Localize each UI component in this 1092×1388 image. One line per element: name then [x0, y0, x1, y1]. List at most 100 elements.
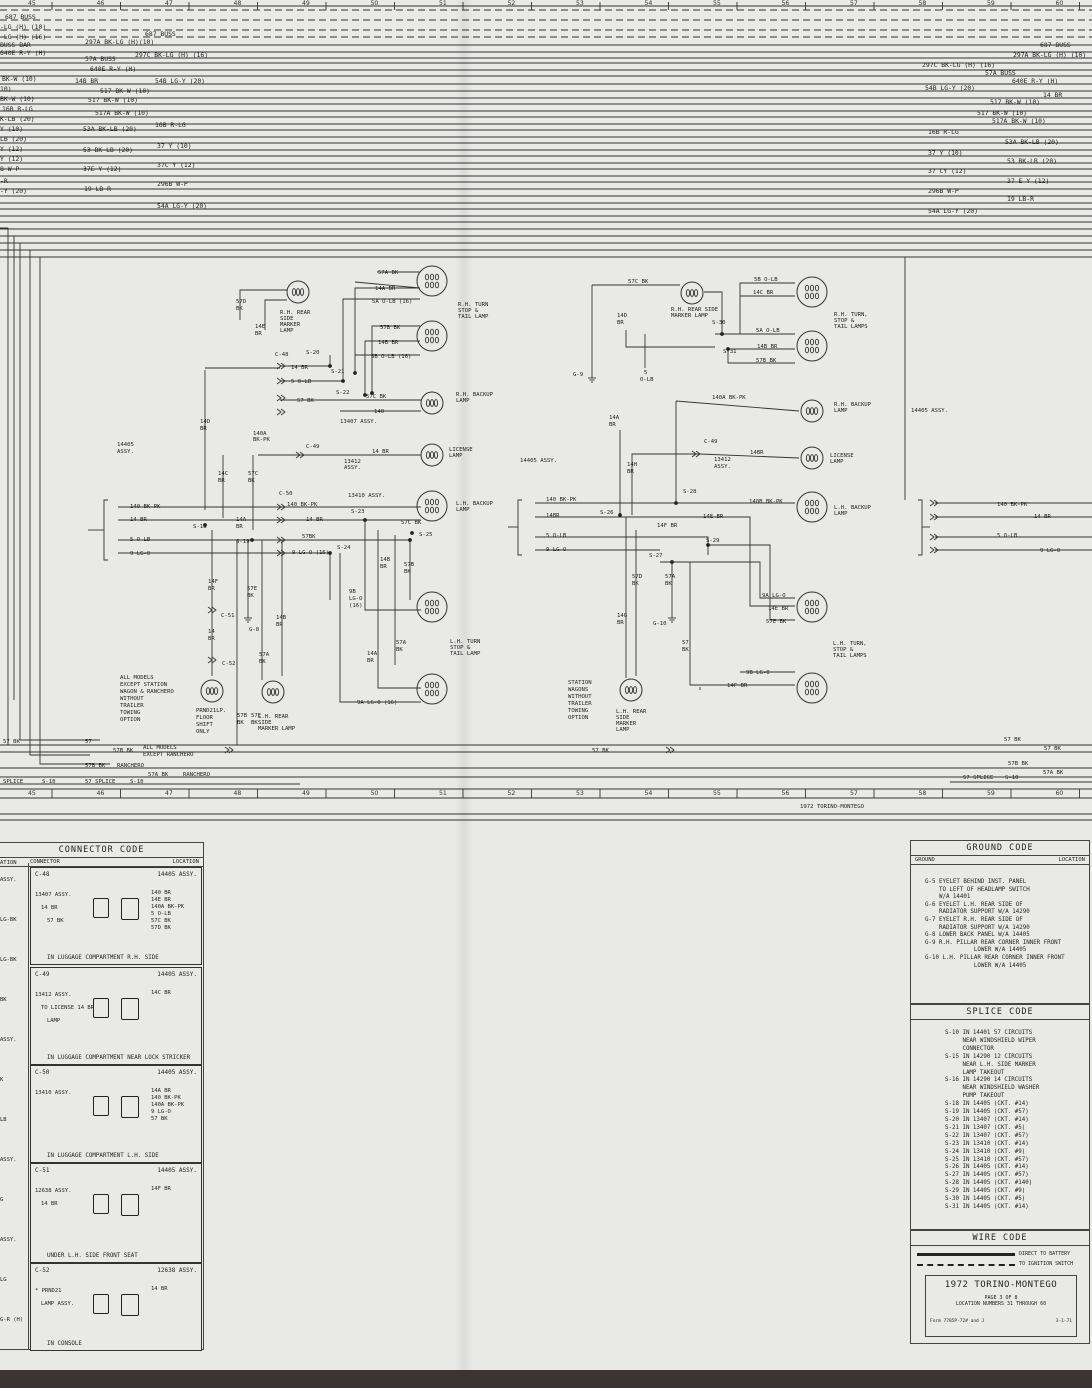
- ground-code-entry: G-5 EYELET BEHIND INST. PANEL: [925, 879, 1027, 885]
- diagram-label: PRND21LP.: [196, 708, 226, 714]
- ground-code-entry: LOWER W/A 14405: [925, 962, 1027, 969]
- diagram-label: 9A LG-O (16): [357, 700, 397, 706]
- diagram-label: 57C BK: [366, 394, 387, 400]
- diagram-label: L.H. TURN: [450, 639, 480, 645]
- filament-coil: [814, 499, 820, 507]
- diagram-label: MARKER LAMP: [671, 313, 709, 319]
- diagram-label: S-31: [723, 349, 736, 355]
- diagram-label: WAGON & RANCHERO: [120, 689, 175, 695]
- splice-code-entry: S-15 IN 14290 12 CIRCUITS: [945, 1053, 1033, 1060]
- diagram-label: 9 LG-O: [546, 547, 567, 553]
- connector-location: 14405 ASSY.: [157, 1167, 197, 1174]
- ground-code-list: G-5 EYELET BEHIND INST. PANEL TO LEFT OF…: [911, 865, 1089, 970]
- diagram-label: BR: [208, 636, 215, 642]
- diagram-label: 14405 ASSY.: [911, 408, 948, 414]
- connector-location-note: IN LUGGAGE COMPARTMENT R.H. SIDE: [47, 955, 159, 961]
- connector-mate-icon: [121, 1294, 139, 1316]
- diagram-label: STOP &: [450, 645, 471, 651]
- splice-point: [328, 364, 332, 368]
- diagram-label: 140: [374, 409, 384, 415]
- splice-code-entry: S-23 IN 13410 (CKT. #14): [945, 1140, 1029, 1147]
- rh-turn-stop-tail-lamp-right: [796, 276, 828, 308]
- diagram-label: ALL MODELS: [143, 745, 177, 751]
- bus-label: 517 BK-W (10): [88, 96, 138, 104]
- splice-code-entry: S-31 IN 14405 (CKT. #14): [945, 1203, 1029, 1210]
- diagram-label: ASSY.: [117, 449, 134, 455]
- diagram-label: TAIL LAMPS: [834, 324, 868, 330]
- diagram-label: 57 BK: [1004, 737, 1021, 743]
- filament-coil: [274, 688, 280, 696]
- diagram-label: BR: [200, 426, 207, 432]
- diagram-label: 14F BR: [727, 683, 748, 689]
- bus-label: 16B R-LG: [155, 121, 186, 129]
- diagram-label: STOP &: [834, 318, 855, 324]
- diagram-label: SIDE: [280, 316, 294, 322]
- connector-left-label: TO LICENSE 14 BR: [41, 1005, 94, 1011]
- ground-code-entry: G-10 L.H. PILLAR REAR CORNER INNER FRONT: [925, 954, 1065, 961]
- connector-left-label: * PRND21: [35, 1288, 62, 1294]
- bus-label: LB (20): [0, 135, 27, 143]
- left-edge-fragment: LG: [0, 1277, 7, 1283]
- filament-coil: [291, 288, 297, 296]
- grid-number-top: 60: [1056, 0, 1064, 7]
- diagram-label: TOWING: [568, 708, 589, 714]
- diagram-label: S-30: [712, 320, 725, 326]
- filament-coil: [814, 346, 820, 354]
- diagram-label: LAMP: [456, 507, 470, 513]
- diagram-label: 5 O-LB: [546, 533, 567, 539]
- diagram-label: 57A BK: [148, 772, 169, 778]
- filament-coil: [809, 599, 815, 607]
- diagram-label: RANCHERO: [183, 772, 211, 778]
- filament-coil: [804, 338, 810, 346]
- connector-right-edge: [933, 513, 939, 521]
- connector-c51: [211, 606, 217, 614]
- diagram-label: 14 BR: [1034, 514, 1051, 520]
- diagram-label: S-10: [1005, 775, 1018, 781]
- filament-coil: [434, 273, 440, 281]
- connector-code-header: CONNECTOR LOCATION: [0, 858, 203, 867]
- diagram-label: 57B BK: [380, 325, 401, 331]
- splice-point: [670, 560, 674, 564]
- diagram-label: BR: [218, 478, 225, 484]
- bus-label: 517 BK-W (10): [977, 109, 1027, 117]
- filament-coil: [213, 687, 219, 695]
- diagram-label: 14A: [609, 415, 620, 421]
- diagram-label: 57B BK: [756, 358, 777, 364]
- right-harness: [904, 256, 1092, 500]
- connector-mate-icon: [121, 898, 139, 920]
- splice-code-title: SPLICE CODE: [911, 1005, 1089, 1020]
- diagram-label: 14405: [117, 442, 134, 448]
- grid-number-bottom: 52: [508, 790, 516, 797]
- diagram-label: LAMP: [834, 408, 848, 414]
- bus-label: -LG (H) (16): [0, 33, 46, 41]
- splice-code-entry: CONNECTOR: [945, 1045, 994, 1052]
- bus-label: 687 BUSS: [1040, 41, 1071, 49]
- filament-coil: [425, 399, 431, 407]
- diagram-label: 9 LG-O: [1040, 548, 1061, 554]
- prnd21-lamp-filament: [205, 687, 219, 695]
- connector-right-edge: [929, 499, 935, 507]
- wire-5b-olb-r: [739, 282, 795, 334]
- filament-coil: [804, 346, 810, 354]
- connector-body-icon: [93, 1194, 109, 1214]
- diagram-label: S-19: [236, 539, 249, 545]
- grid-number-bottom: 51: [439, 790, 447, 797]
- diagram-label: 5: [644, 370, 647, 376]
- filament-coil: [429, 681, 435, 689]
- diagram-label: S-25: [419, 532, 432, 538]
- connector-id: C-51: [35, 1167, 50, 1174]
- diagram-label: MARKER LAMP: [258, 726, 296, 732]
- connector-id: C-48: [35, 871, 50, 878]
- diagram-label: 5 O-LB: [291, 379, 312, 385]
- lh-rear-side-marker-lamp-left-filament: [266, 688, 280, 696]
- connector-location-note: IN LUGGAGE COMPARTMENT NEAR LOCK STRICKE…: [47, 1055, 191, 1061]
- diagram-label: 14E BR: [703, 514, 724, 520]
- diagram-label: SIDE: [258, 720, 272, 726]
- harness-bracket: [103, 499, 108, 561]
- filament-coil: [624, 686, 630, 694]
- wire-14b-br: [364, 340, 420, 395]
- wire-14a-lower: [377, 530, 421, 689]
- diagram-label: OPTION: [568, 715, 588, 721]
- diagram-label: 5A O-LB (16): [372, 299, 412, 305]
